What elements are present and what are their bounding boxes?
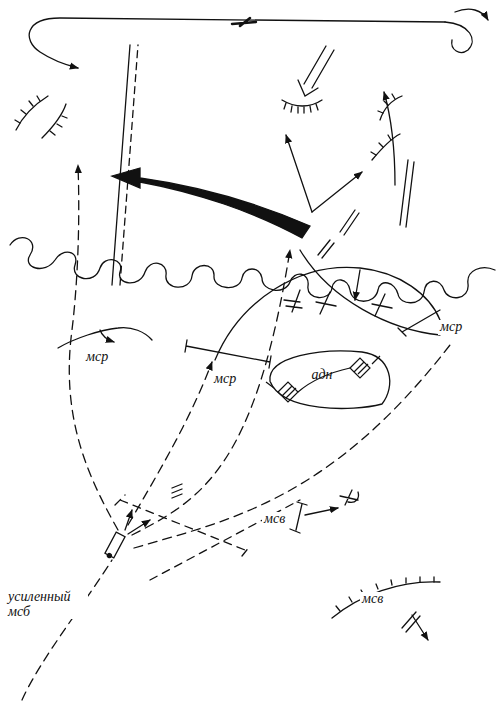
unit-label: мсв [262,512,287,527]
trench [16,96,48,130]
artillery-group: адн [262,346,394,410]
unit-icon [104,532,125,560]
trench-ticks [284,103,318,113]
route-line [112,45,130,285]
unit-label: мсв [360,592,385,607]
position-line [58,328,152,348]
loop-arrow [455,9,488,20]
approach-route [22,560,112,700]
trench [372,134,400,160]
dashed-cross [150,500,300,580]
approach-route [128,362,212,525]
double-line [402,612,420,632]
approach-route [134,345,450,548]
double-arrow [304,46,334,88]
arrow [100,330,114,342]
antitank-symbol [340,490,359,505]
approach-route [69,165,118,530]
unit-label: мср [212,372,238,387]
trench [42,104,66,138]
hash-mark [172,484,182,498]
trench-ticks [50,116,67,135]
arrow [384,92,395,185]
arrow [125,510,132,530]
double-line [400,160,414,227]
arrow [286,135,312,212]
crossing-symbol [284,290,302,312]
forest-edge [10,238,495,303]
position-bar [290,502,307,533]
main-strike-arrow [112,168,310,238]
arrow [412,615,428,640]
route-dash [318,210,359,258]
arrow [355,270,360,300]
dashed-cross [115,495,250,556]
position-line [332,582,440,618]
attack-curve [215,267,440,360]
trench [380,96,402,120]
trench-ticks [15,96,40,123]
arrow [128,520,150,534]
unit-label: адн [309,368,334,383]
position-bar [185,340,271,368]
double-arrow [298,80,318,96]
approach-route [132,250,290,535]
trench-ticks [336,577,434,611]
arrow [305,508,338,515]
arrow [312,172,362,212]
unit-label: мср [84,350,110,365]
aircraft-mark [232,18,256,26]
unit-label: усиленный мсб [6,590,88,619]
attack-curve [300,250,440,335]
route-line [120,45,138,285]
loop-route [445,22,472,52]
trench-ticks [371,135,391,155]
unit-label: мср [438,320,464,335]
loop-route [29,18,445,68]
